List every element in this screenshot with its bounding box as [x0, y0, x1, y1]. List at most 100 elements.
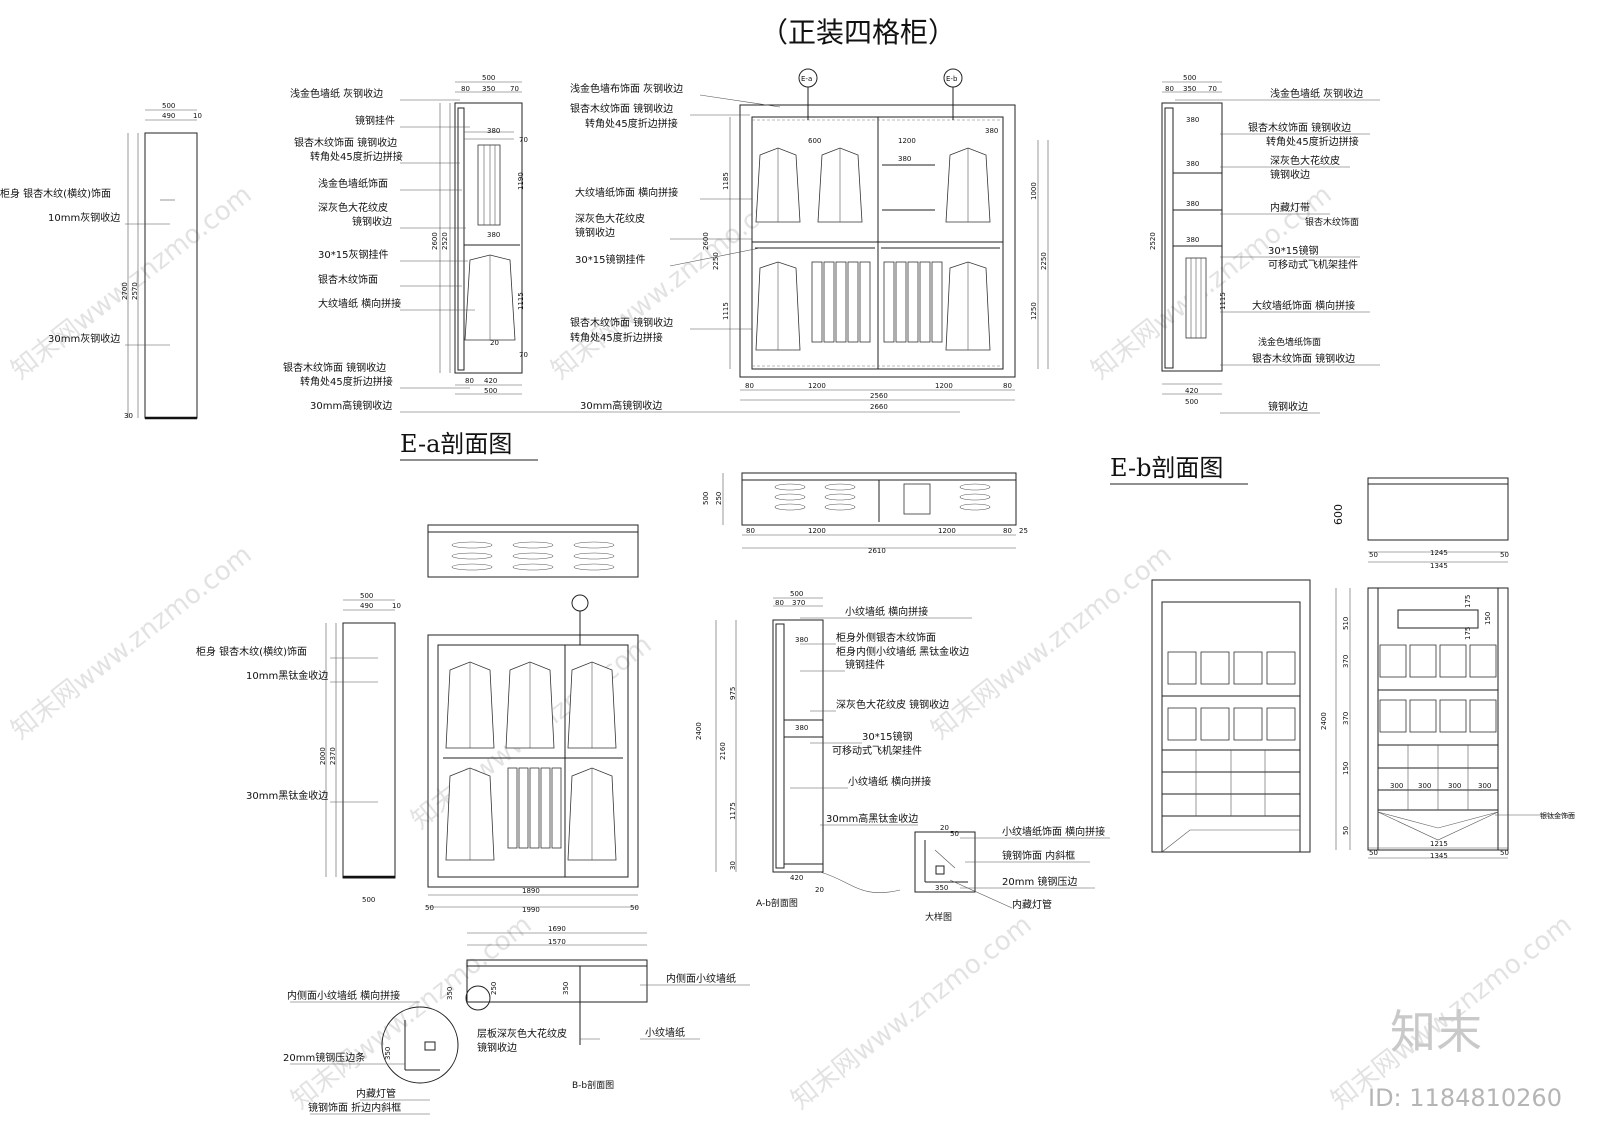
dim-label: 300 — [1390, 782, 1403, 790]
note: 小纹墙纸 横向拼接 — [848, 775, 931, 788]
watermark: 知末网www.znzmo.com — [926, 540, 1178, 746]
dim-label: 2250 — [1040, 252, 1048, 270]
dim-label: 1000 — [1030, 182, 1038, 200]
dim-label: 1175 — [729, 802, 737, 820]
ab-notes: 小纹墙纸 横向拼接 柜身外侧银杏木纹饰面 柜身内侧小纹墙纸 黑钛金收边 镜钢挂件… — [790, 605, 972, 826]
note: 30*15镜钢挂件 — [575, 253, 645, 266]
dim-label: 20 — [490, 339, 499, 347]
dim-label: 2700 — [121, 282, 129, 300]
dim-label: 250 — [490, 982, 498, 995]
dim-label: 30 — [729, 861, 737, 870]
note: 深灰色大花纹皮 — [318, 201, 388, 214]
dim-label: 2570 — [131, 282, 139, 300]
watermark: 知末网www.znzmo.com — [286, 910, 538, 1116]
dim-label: 300 — [1478, 782, 1491, 790]
dim-label: 10 — [193, 112, 202, 120]
brand-logo: 知末 — [1390, 1005, 1482, 1059]
dim-label: 1115 — [722, 302, 730, 320]
note: 转角处45度折边拼接 — [310, 150, 403, 163]
dim-label: 80 — [1165, 85, 1174, 93]
dim-label: 500 — [1185, 398, 1198, 406]
note: 30*15灰钢挂件 — [318, 248, 388, 261]
plan-view-left — [427, 524, 639, 578]
note: 20mm镜钢压边条 — [283, 1051, 365, 1064]
note: 30mm黑钛金收边 — [246, 789, 328, 802]
dim-label: 50 — [630, 904, 639, 912]
dim-label: 350 — [384, 1047, 392, 1060]
marker-label: E-b — [946, 75, 958, 83]
dim-label: 80 — [746, 527, 755, 535]
note: 内藏灯带 — [1270, 201, 1310, 214]
hanging-shirts — [811, 261, 943, 343]
note: 镜钢收边 — [1268, 400, 1308, 413]
note: 柜身 银杏木纹(横纹)饰面 — [196, 645, 307, 658]
section-caption: A-b剖面图 — [756, 897, 798, 909]
dim-label: 1690 — [548, 925, 566, 933]
dim-label: 80 — [745, 382, 754, 390]
dim-label: 500 — [1183, 74, 1196, 82]
eb-notes: 浅金色墙纸 灰钢收边 银杏木纹饰面 镜钢收边 转角处45度折边拼接 深灰色大花纹… — [1175, 87, 1380, 414]
dim-label: 2610 — [868, 547, 886, 555]
dim-label: 10 — [392, 602, 401, 610]
dim-label: 370 — [792, 599, 805, 607]
section-title: E-b剖面图 — [1110, 454, 1223, 482]
note: 深灰色大花纹皮 — [575, 212, 645, 225]
dim-label: 2250 — [712, 252, 720, 270]
dim-label: 1345 — [1430, 562, 1448, 570]
dim-label: 2560 — [870, 392, 888, 400]
dim-label: 380 — [487, 127, 500, 135]
note: 20mm 镜钢压边 — [1002, 875, 1077, 888]
note: 深灰色大花纹皮 — [1270, 154, 1340, 167]
elevation-b: 1890 1990 50 50 — [425, 594, 639, 914]
dim-label: 2520 — [1149, 232, 1157, 250]
dim-label: 500 — [790, 590, 803, 598]
dim-label: 70 — [1208, 85, 1217, 93]
note: 层板深灰色大花纹皮 — [477, 1027, 567, 1040]
note: 30mm高黑钛金收边 — [826, 812, 918, 825]
dim-label: 2600 — [431, 232, 439, 250]
note: 可移动式飞机架挂件 — [832, 744, 922, 757]
elev-notes: 浅金色墙布饰面 灰钢收边 银杏木纹饰面 镜钢收边 转角处45度折边拼接 大纹墙纸… — [570, 82, 781, 412]
dim-label: 420 — [790, 874, 803, 882]
note: 大纹墙纸 横向拼接 — [318, 297, 401, 310]
dim-label: 70 — [519, 136, 528, 144]
note: 30mm高镜钢收边 — [580, 399, 662, 412]
dim-label: 1200 — [938, 527, 956, 535]
dim-label: 600 — [808, 137, 821, 145]
dim-label: 380 — [1186, 160, 1199, 168]
dim-label: 350 — [482, 85, 495, 93]
note: 镜钢饰面 内斜框 — [1002, 849, 1075, 862]
note: 转角处45度折边拼接 — [300, 375, 393, 388]
note: 30mm灰钢收边 — [48, 332, 120, 345]
note: 柜身内侧小纹墙纸 黑钛金收边 — [836, 645, 969, 658]
note: 转角处45度折边拼接 — [585, 117, 678, 130]
drawing-title: （正装四格柜） — [760, 16, 956, 49]
dim-label: 380 — [1186, 116, 1199, 124]
ea-notes: 浅金色墙纸 灰钢收边 镜钢挂件 银杏木纹饰面 镜钢收边 转角处45度折边拼接 浅… — [283, 87, 960, 413]
section-caption: 大样图 — [925, 911, 952, 923]
note: 银杏木纹饰面 镜钢收边 — [1248, 121, 1351, 134]
note: 内藏灯管 — [1012, 898, 1052, 911]
dim-label: 20 — [940, 824, 949, 832]
note: 银杏木纹饰面 镜钢收边 — [283, 361, 386, 374]
note: 内侧面小纹墙纸 横向拼接 — [287, 989, 400, 1002]
dim-label: 380 — [898, 155, 911, 163]
dim-label: 380 — [985, 127, 998, 135]
dim-label: 50 — [425, 904, 434, 912]
dim-label: 1185 — [722, 172, 730, 190]
dim-label: 500 — [484, 387, 497, 395]
note: 浅金色墙纸饰面 — [1258, 336, 1321, 348]
dim-label: 600 — [1332, 504, 1345, 525]
note: 小纹墙纸 — [645, 1026, 685, 1039]
dim-label: 490 — [360, 602, 373, 610]
dim-label: 250 — [715, 492, 723, 505]
note: 小纹墙纸饰面 横向拼接 — [1002, 825, 1105, 838]
dim-label: 2660 — [870, 403, 888, 411]
dim-label: 350 — [1183, 85, 1196, 93]
note: 银杏木纹饰面 镜钢收边 — [570, 102, 673, 115]
note: 镜钢收边 — [1270, 168, 1310, 181]
dim-label: 350 — [446, 987, 454, 1000]
dim-label: 370 — [1342, 655, 1350, 668]
dim-label: 420 — [484, 377, 497, 385]
